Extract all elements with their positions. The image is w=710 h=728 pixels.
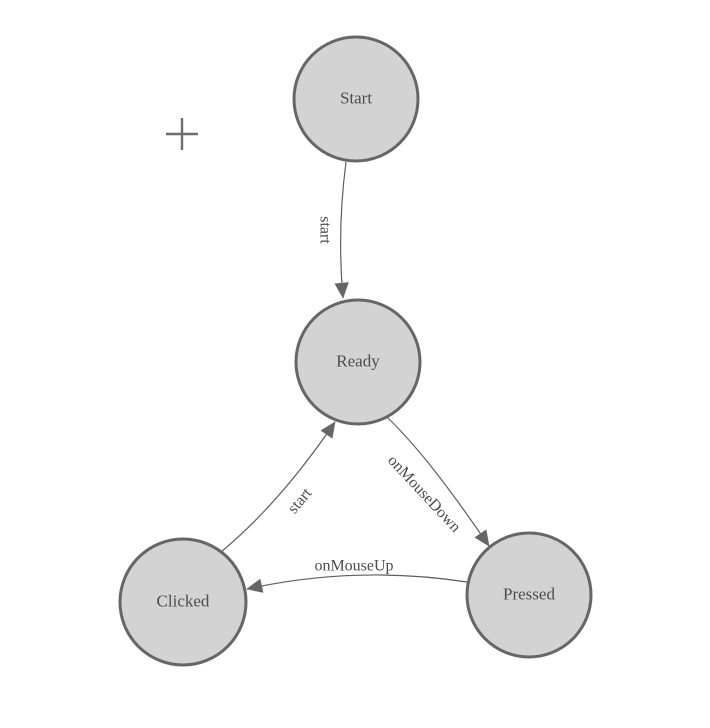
node-pressed-circle[interactable] (465, 531, 593, 659)
edge-clicked-to-ready[interactable]: start (220, 421, 336, 553)
node-start-circle[interactable] (292, 35, 420, 163)
edge-label-onmouseup: onMouseUp (314, 558, 393, 575)
node-clicked[interactable]: Clicked (118, 537, 248, 667)
edge-path-start-to-ready[interactable] (334, 161, 349, 299)
node-pressed[interactable]: Pressed (465, 531, 593, 659)
node-clicked-circle[interactable] (118, 537, 248, 667)
edge-path-ready-to-pressed[interactable] (386, 416, 490, 547)
edge-path-pressed-to-clicked[interactable] (246, 574, 468, 593)
edge-label-start-1: start (317, 216, 334, 244)
edge-label-start-2: start (285, 485, 316, 517)
node-start-label: Start (340, 89, 372, 108)
edge-ready-to-pressed[interactable]: onMouseDown (384, 416, 490, 547)
edge-pressed-to-clicked[interactable]: onMouseUp (246, 558, 468, 593)
node-ready-circle[interactable] (294, 298, 422, 426)
edge-start-to-ready[interactable]: start (317, 161, 349, 299)
node-ready[interactable]: Ready (294, 298, 422, 426)
edge-path-clicked-to-ready[interactable] (220, 421, 336, 553)
node-start[interactable]: Start (292, 35, 420, 163)
node-ready-label: Ready (336, 352, 380, 371)
node-clicked-label: Clicked (157, 592, 210, 611)
node-pressed-label: Pressed (503, 585, 555, 604)
crosshair-cursor-icon (166, 118, 198, 150)
